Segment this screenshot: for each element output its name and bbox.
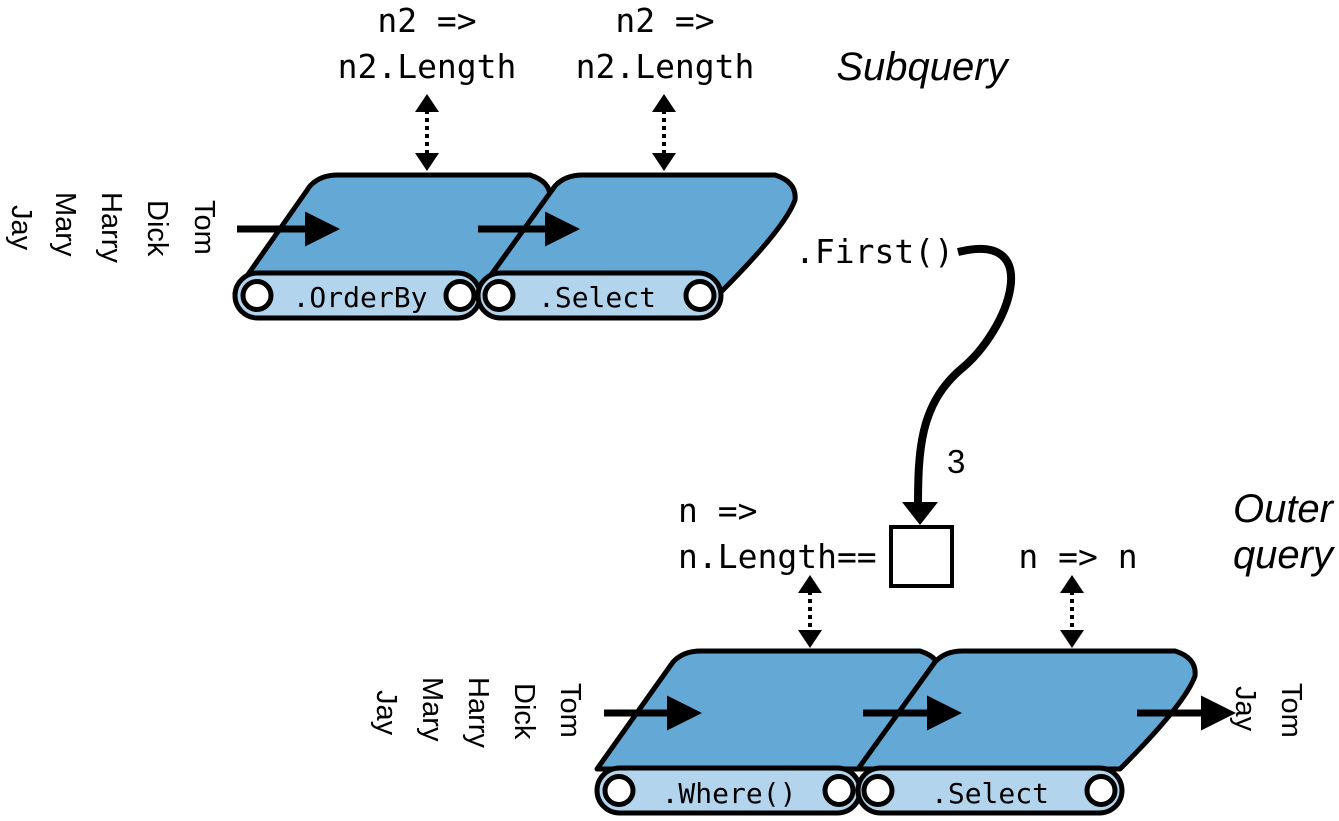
outer-output-item: Tom [1275,683,1307,738]
outer-select-operator: .Select [855,648,1198,816]
operator-label-select-outer: .Select [931,777,1049,810]
subquery-label: Subquery [836,45,1010,89]
conveyor-belt [475,172,798,296]
double-arrow-icon [415,94,439,171]
result-value: 3 [947,443,965,480]
outer-output-item: Jay [1229,686,1261,732]
subquery-input-item: Dick [141,200,173,257]
conveyor-roller [475,270,724,321]
conveyor-roller [855,765,1125,816]
conveyor-belt [855,648,1198,772]
lambda-where-line1: n => [678,491,757,530]
subquery-input-item: Jay [5,205,37,251]
subquery-input-item: Mary [49,192,81,257]
subquery-select-operator: .Select [475,172,798,321]
subquery-input-item: Tom [188,200,220,255]
roller-wheel-icon [443,279,477,312]
outer-query-group: Outer query Tom Dick Harry Mary Jay Tom … [370,487,1336,816]
double-arrow-icon [1060,575,1084,648]
outer-input-sequence: Tom Dick Harry Mary Jay [370,677,586,748]
lambda-select-line1: n2 => [615,1,714,40]
operator-label-select: .Select [538,281,656,314]
double-arrow-icon [798,575,822,648]
double-arrow-icon [652,94,676,171]
placeholder-box [889,525,954,588]
operator-label-orderby: .OrderBy [293,281,428,314]
lambda-select-outer: n => n [1018,537,1137,576]
result-arrow-icon [902,245,1015,525]
outer-input-item: Mary [416,677,448,742]
outer-query-label-line1: Outer [1233,487,1335,531]
outer-query-label-line2: query [1233,533,1336,577]
lambda-orderby-line2: n2.Length [338,47,517,86]
subquery-input-sequence: Tom Dick Harry Mary Jay [5,192,220,263]
outer-output-sequence: Tom Jay [1229,683,1307,738]
roller-wheel-icon [822,774,856,807]
subquery-orderby-operator: .OrderBy [232,172,553,321]
outer-input-item: Tom [554,683,586,738]
outer-input-item: Dick [508,683,540,740]
first-call-label: .First() [795,232,954,271]
operator-label-where: .Where() [662,777,797,810]
roller-wheel-icon [861,774,895,807]
outer-input-item: Harry [462,677,494,748]
roller-wheel-icon [240,279,274,312]
roller-wheel-icon [1084,774,1118,807]
lambda-where-line2: n.Length== [678,537,877,576]
outer-input-item: Jay [370,690,402,736]
subquery-input-item: Harry [95,192,127,263]
roller-wheel-icon [683,279,717,312]
lambda-select-line2: n2.Length [576,47,755,86]
roller-wheel-icon [602,774,636,807]
lambda-orderby-line1: n2 => [377,1,476,40]
subquery-group: Tom Dick Harry Mary Jay .OrderBy .Select… [5,1,1011,321]
roller-wheel-icon [482,279,516,312]
